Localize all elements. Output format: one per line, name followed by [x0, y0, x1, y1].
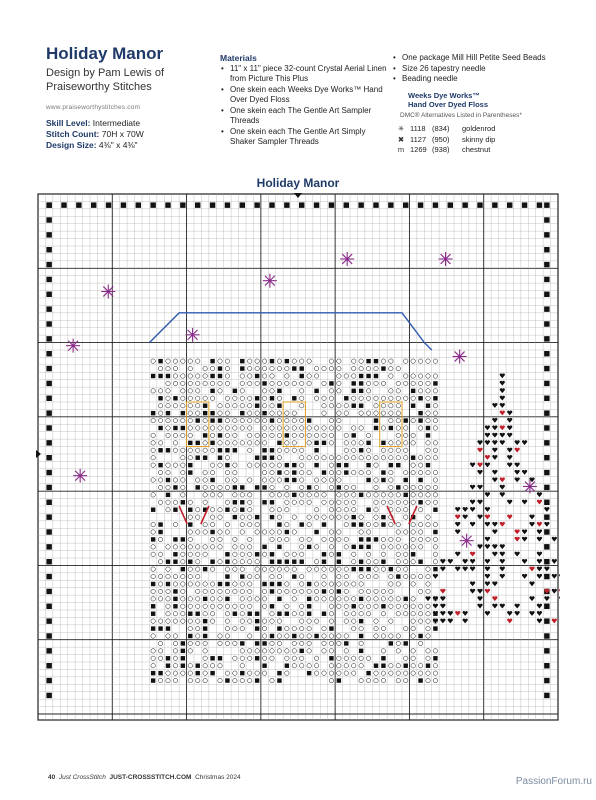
material-item: Beading needle: [392, 74, 582, 85]
chart-title: Holiday Manor: [256, 176, 340, 190]
skill-level: Skill Level: Intermediate: [46, 118, 141, 128]
material-item: One package Mill Hill Petite Seed Beads: [392, 53, 582, 64]
legend-note: DMC® Alternatives Listed in Parentheses*: [400, 111, 522, 119]
magazine-site[interactable]: JUST-CROSSSTITCH.COM: [109, 774, 192, 781]
material-item: One skein each Weeks Dye Works™ Hand Ove…: [220, 85, 388, 106]
stitch-count: Stitch Count: 70H x 70W: [46, 129, 144, 139]
chart-grid: [36, 193, 560, 721]
legend-row: ✖ 1127 (950) skinny dip: [392, 135, 582, 146]
pattern-title: Holiday Manor: [46, 44, 164, 63]
materials-heading: Materials: [220, 53, 257, 63]
designer-website[interactable]: www.praiseworthystitches.com: [46, 104, 141, 111]
material-item: 11" x 11" piece 32-count Crystal Aerial …: [220, 64, 388, 85]
material-item: One skein each The Gentle Art Sampler Th…: [220, 106, 388, 127]
materials-and-legend: One package Mill Hill Petite Seed Beads …: [392, 53, 582, 156]
design-size: Design Size: 4⅜" x 4⅜": [46, 140, 138, 150]
legend-row: ✳ 1118 (834) goldenrod: [392, 124, 582, 135]
chestnut-symbol-icon: m: [397, 145, 405, 154]
issue-name: Christmas 2024: [195, 774, 241, 781]
legend-row: m 1269 (938) chestnut: [392, 145, 582, 156]
floss-legend: ✳ 1118 (834) goldenrod ✖ 1127 (950) skin…: [392, 124, 582, 156]
magazine-name: Just CrossStitch: [58, 774, 106, 781]
designer-credit: Design by Pam Lewis of Praiseworthy Stit…: [46, 67, 164, 93]
pattern-info: Holiday Manor Design by Pam Lewis of Pra…: [46, 44, 221, 151]
cross-stitch-chart: [36, 192, 560, 724]
material-item: One skein each The Gentle Art Simply Sha…: [220, 127, 388, 148]
material-item: Size 26 tapestry needle: [392, 64, 582, 75]
skinny-dip-symbol-icon: ✖: [397, 134, 405, 144]
page-footer: 40 Just CrossStitch JUST-CROSSSTITCH.COM…: [48, 774, 241, 781]
page-number: 40: [48, 774, 56, 781]
watermark: PassionForum.ru: [515, 776, 592, 787]
legend-heading: Weeks Dye Works™ Hand Over Dyed Floss: [408, 90, 489, 110]
pattern-specs: Skill Level: Intermediate Stitch Count: …: [46, 118, 221, 151]
materials-list: Materials 11" x 11" piece 32-count Cryst…: [220, 53, 388, 148]
goldenrod-symbol-icon: ✳: [397, 124, 405, 133]
